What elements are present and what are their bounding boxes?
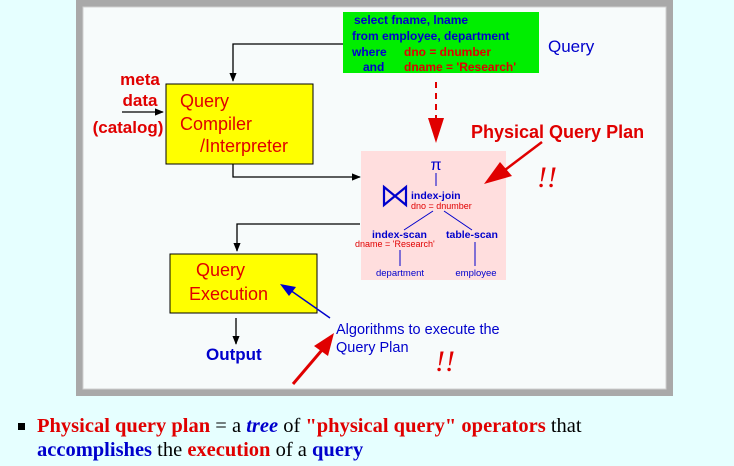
query-compiler-box: Query Compiler /Interpreter — [165, 83, 314, 165]
join-bowtie-icon — [382, 184, 408, 208]
department-relation: department — [376, 268, 424, 279]
algorithms-exclaim-marks: !! — [435, 345, 455, 378]
sql-and-keyword: and — [363, 60, 384, 74]
svg-text:Query: Query — [196, 260, 245, 280]
compiler-to-plan-arrow — [232, 164, 361, 181]
query-execution-box: Query Execution — [169, 253, 318, 314]
caption-line-2: accomplishes the execution of a query — [37, 439, 364, 461]
plan-exclaim-marks: !! — [537, 161, 557, 194]
sql-where-condition: dno = dnumber — [404, 45, 491, 59]
sql-line-from: from employee, department — [352, 29, 509, 43]
meta-data-label: meta data (catalog) — [93, 70, 164, 137]
sql-line-select: select fname, lname — [354, 13, 468, 27]
table-scan-operator: table-scan — [446, 229, 498, 241]
algorithms-label-line1: Algorithms to execute the — [336, 322, 500, 338]
svg-text:meta: meta — [120, 70, 160, 89]
projection-operator: π — [430, 157, 441, 174]
caption-line-1: Physical query plan = a tree of "physica… — [37, 415, 582, 437]
index-scan-operator: index-scan — [372, 229, 427, 241]
join-operator: index-join — [411, 190, 461, 202]
sql-where-keyword: where — [351, 45, 387, 59]
bullet-icon — [18, 423, 25, 430]
svg-text:data: data — [123, 91, 159, 110]
plan-to-execution-arrow — [233, 223, 360, 252]
algorithms-label-line2: Query Plan — [336, 340, 409, 356]
join-condition: dno = dnumber — [411, 201, 472, 211]
svg-text:/Interpreter: /Interpreter — [200, 136, 288, 156]
physical-plan-label: Physical Query Plan — [471, 122, 644, 142]
employee-relation: employee — [455, 268, 496, 279]
query-to-compiler-arrow — [229, 43, 343, 82]
algorithms-red-arrow — [291, 333, 334, 385]
svg-text:Query: Query — [180, 91, 229, 111]
svg-text:(catalog): (catalog) — [93, 118, 164, 137]
tree-edge-left — [403, 210, 434, 231]
sql-query-box: select fname, lname from employee, depar… — [343, 12, 539, 74]
output-label: Output — [206, 345, 262, 364]
physical-plan-box: π index-join dno = dnumber index-scan ta… — [355, 151, 506, 280]
sql-and-condition: dname = 'Research' — [404, 60, 516, 74]
algorithms-to-execution-arrow — [280, 284, 331, 319]
svg-text:Compiler: Compiler — [180, 114, 252, 134]
index-scan-condition: dname = 'Research' — [355, 239, 435, 249]
query-label: Query — [548, 37, 595, 56]
query-to-plan-dashed-arrow — [428, 82, 444, 143]
plan-label-arrow — [484, 141, 543, 184]
svg-text:Execution: Execution — [189, 284, 268, 304]
tree-edge-right — [443, 210, 473, 231]
